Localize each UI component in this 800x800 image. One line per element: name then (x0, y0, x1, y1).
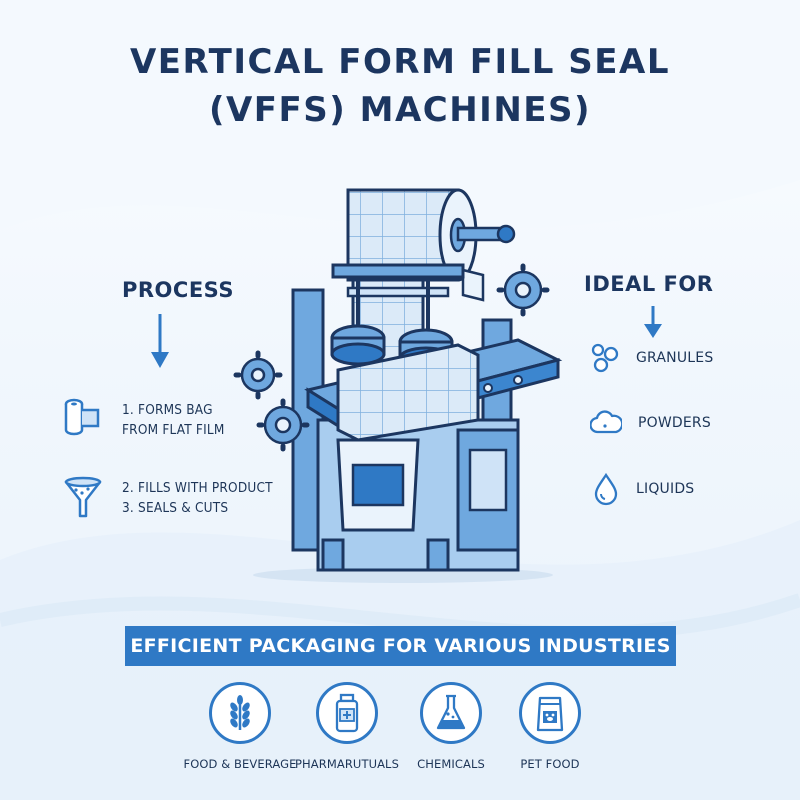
process-step-1: 1. FORMS BAG FROM FLAT FILM (122, 400, 225, 440)
industry-label-chemicals: CHEMICALS (417, 757, 485, 771)
medicine-bottle-icon (335, 693, 359, 733)
pet-food-bag-icon (536, 696, 564, 732)
process-heading: PROCESS (122, 278, 234, 302)
industries-banner: EFFICIENT PACKAGING FOR VARIOUS INDUSTRI… (125, 626, 676, 666)
industry-label-food-beverage: FOOD & BEVERAGE (183, 757, 297, 771)
ideal-for-label-granules: GRANULES (636, 350, 714, 366)
vffs-machine-illustration (233, 188, 563, 583)
wheat-icon (230, 695, 250, 730)
ideal-for-label-powders: POWDERS (638, 415, 711, 431)
process-step-2: 2. FILLS WITH PRODUCT 3. SEALS & CUTS (122, 478, 273, 518)
process-step-1-line-1: 1. FORMS BAG (122, 402, 213, 418)
film-roll-icon (64, 398, 100, 436)
flask-icon (436, 694, 466, 730)
ideal-for-heading: IDEAL FOR (584, 272, 714, 296)
industry-pet-food: PET FOOD (485, 682, 615, 771)
arrow-down-icon (644, 306, 662, 338)
droplet-icon (594, 472, 618, 506)
ideal-for-item-granules: GRANULES (590, 342, 713, 374)
industry-chemicals: CHEMICALS (386, 682, 516, 771)
arrow-down-icon (151, 314, 169, 368)
title-line-2: (VFFS) MACHINES) (208, 90, 592, 130)
industry-pharmaceuticals: PHARMARUTUALS (282, 682, 412, 771)
ideal-for-item-powders: POWDERS (590, 408, 711, 438)
funnel-icon (64, 476, 102, 518)
process-step-2-line-2: 3. SEALS & CUTS (122, 500, 229, 516)
industry-label-pet-food: PET FOOD (520, 757, 580, 771)
page-title: VERTICAL FORM FILL SEAL (VFFS) MACHINES) (0, 38, 800, 134)
powder-cloud-icon (590, 410, 622, 434)
title-line-1: VERTICAL FORM FILL SEAL (129, 42, 671, 82)
industry-label-pharmaceuticals: PHARMARUTUALS (295, 757, 399, 771)
industry-food-beverage: FOOD & BEVERAGE (175, 682, 305, 771)
granules-icon (591, 343, 619, 373)
ideal-for-label-liquids: LIQUIDS (636, 481, 695, 497)
process-step-1-line-2: FROM FLAT FILM (122, 422, 225, 438)
process-step-2-line-1: 2. FILLS WITH PRODUCT (122, 480, 273, 496)
ideal-for-item-liquids: LIQUIDS (592, 472, 694, 506)
